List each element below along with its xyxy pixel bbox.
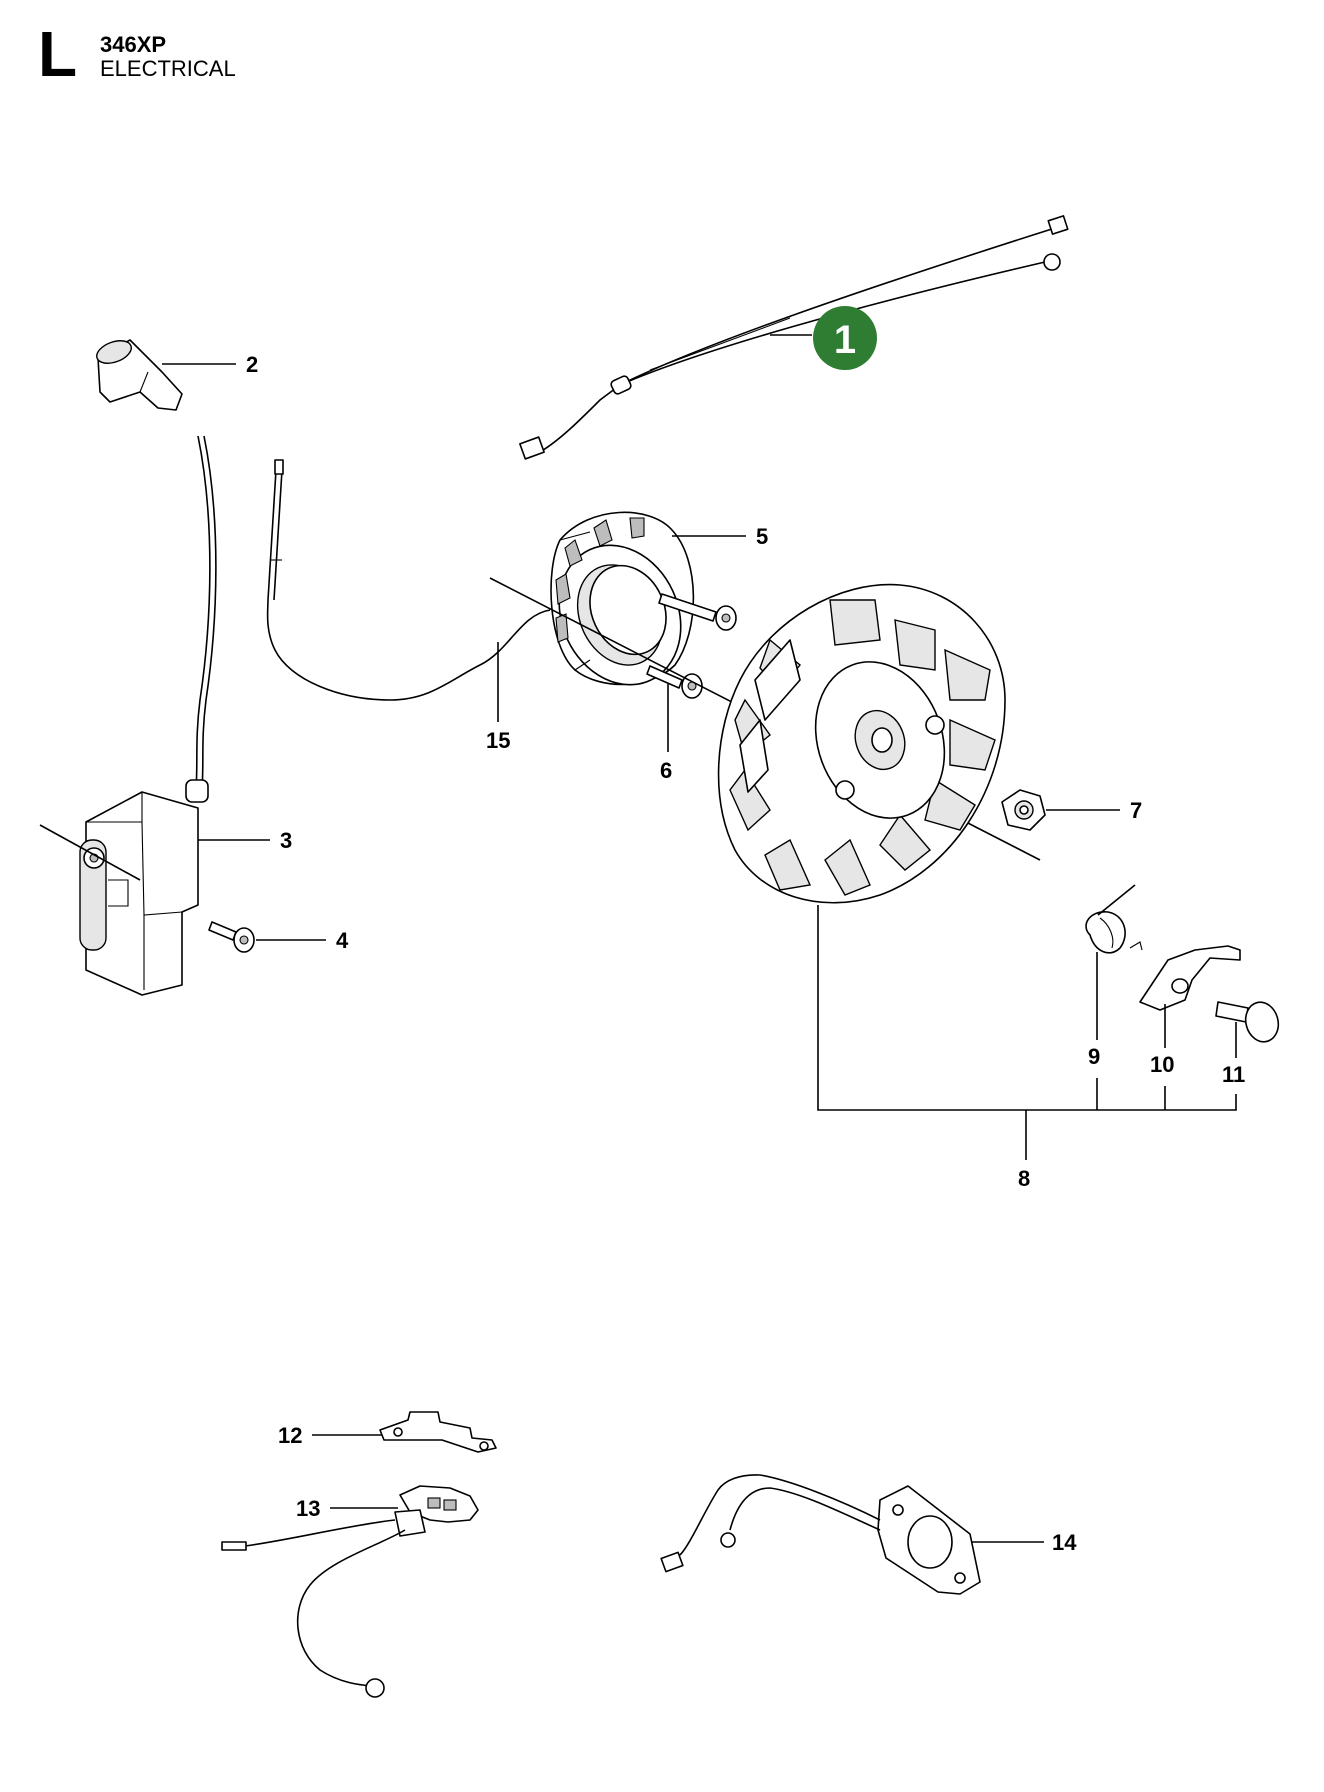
part-8-flywheel[interactable]	[717, 583, 1006, 904]
part-9-spring[interactable]	[1085, 884, 1143, 954]
axis-line-3	[39, 824, 141, 881]
part-2-spark-plug-boot[interactable]	[94, 336, 183, 411]
part-12-bracket[interactable]	[379, 1411, 497, 1453]
callout-8: 8	[1018, 1166, 1030, 1191]
section-title: ELECTRICAL	[100, 56, 236, 81]
highlight-badge	[813, 306, 877, 370]
part-1-wire-harness[interactable]	[519, 215, 1069, 460]
ignition-lead	[195, 435, 211, 791]
model-number: 346XP	[100, 32, 167, 57]
callout-9: 9	[1088, 1044, 1100, 1069]
callout-14: 14	[1052, 1530, 1077, 1555]
callout-3: 3	[280, 828, 292, 853]
part-14-plate-wire[interactable]	[660, 1474, 981, 1595]
callout-5: 5	[756, 524, 768, 549]
section-letter: L	[38, 18, 78, 90]
callout-10: 10	[1150, 1052, 1174, 1077]
part-6-screws[interactable]	[646, 593, 737, 699]
callout-15: 15	[486, 728, 510, 753]
callout-13: 13	[296, 1496, 320, 1521]
callout-7: 7	[1130, 798, 1142, 823]
callout-1-badge[interactable]: 1	[813, 306, 877, 370]
callout-11: 11	[1222, 1062, 1245, 1087]
part-4-screw[interactable]	[208, 921, 255, 953]
callout-12: 12	[278, 1423, 302, 1448]
callout-4: 4	[336, 928, 349, 953]
bracket-8	[817, 905, 1237, 1111]
part-13-switch[interactable]	[221, 1485, 479, 1698]
callout-2: 2	[246, 352, 258, 377]
part-7-nut[interactable]	[1001, 789, 1046, 831]
part-10-pawl[interactable]	[1139, 945, 1241, 1011]
part-15-wire[interactable]	[266, 459, 551, 701]
part-11-pin[interactable]	[1215, 999, 1283, 1046]
part-5-stator[interactable]	[537, 511, 703, 704]
highlight-label: 1	[834, 318, 856, 362]
part-3-ignition-module[interactable]	[79, 779, 209, 996]
callout-6: 6	[660, 758, 672, 783]
